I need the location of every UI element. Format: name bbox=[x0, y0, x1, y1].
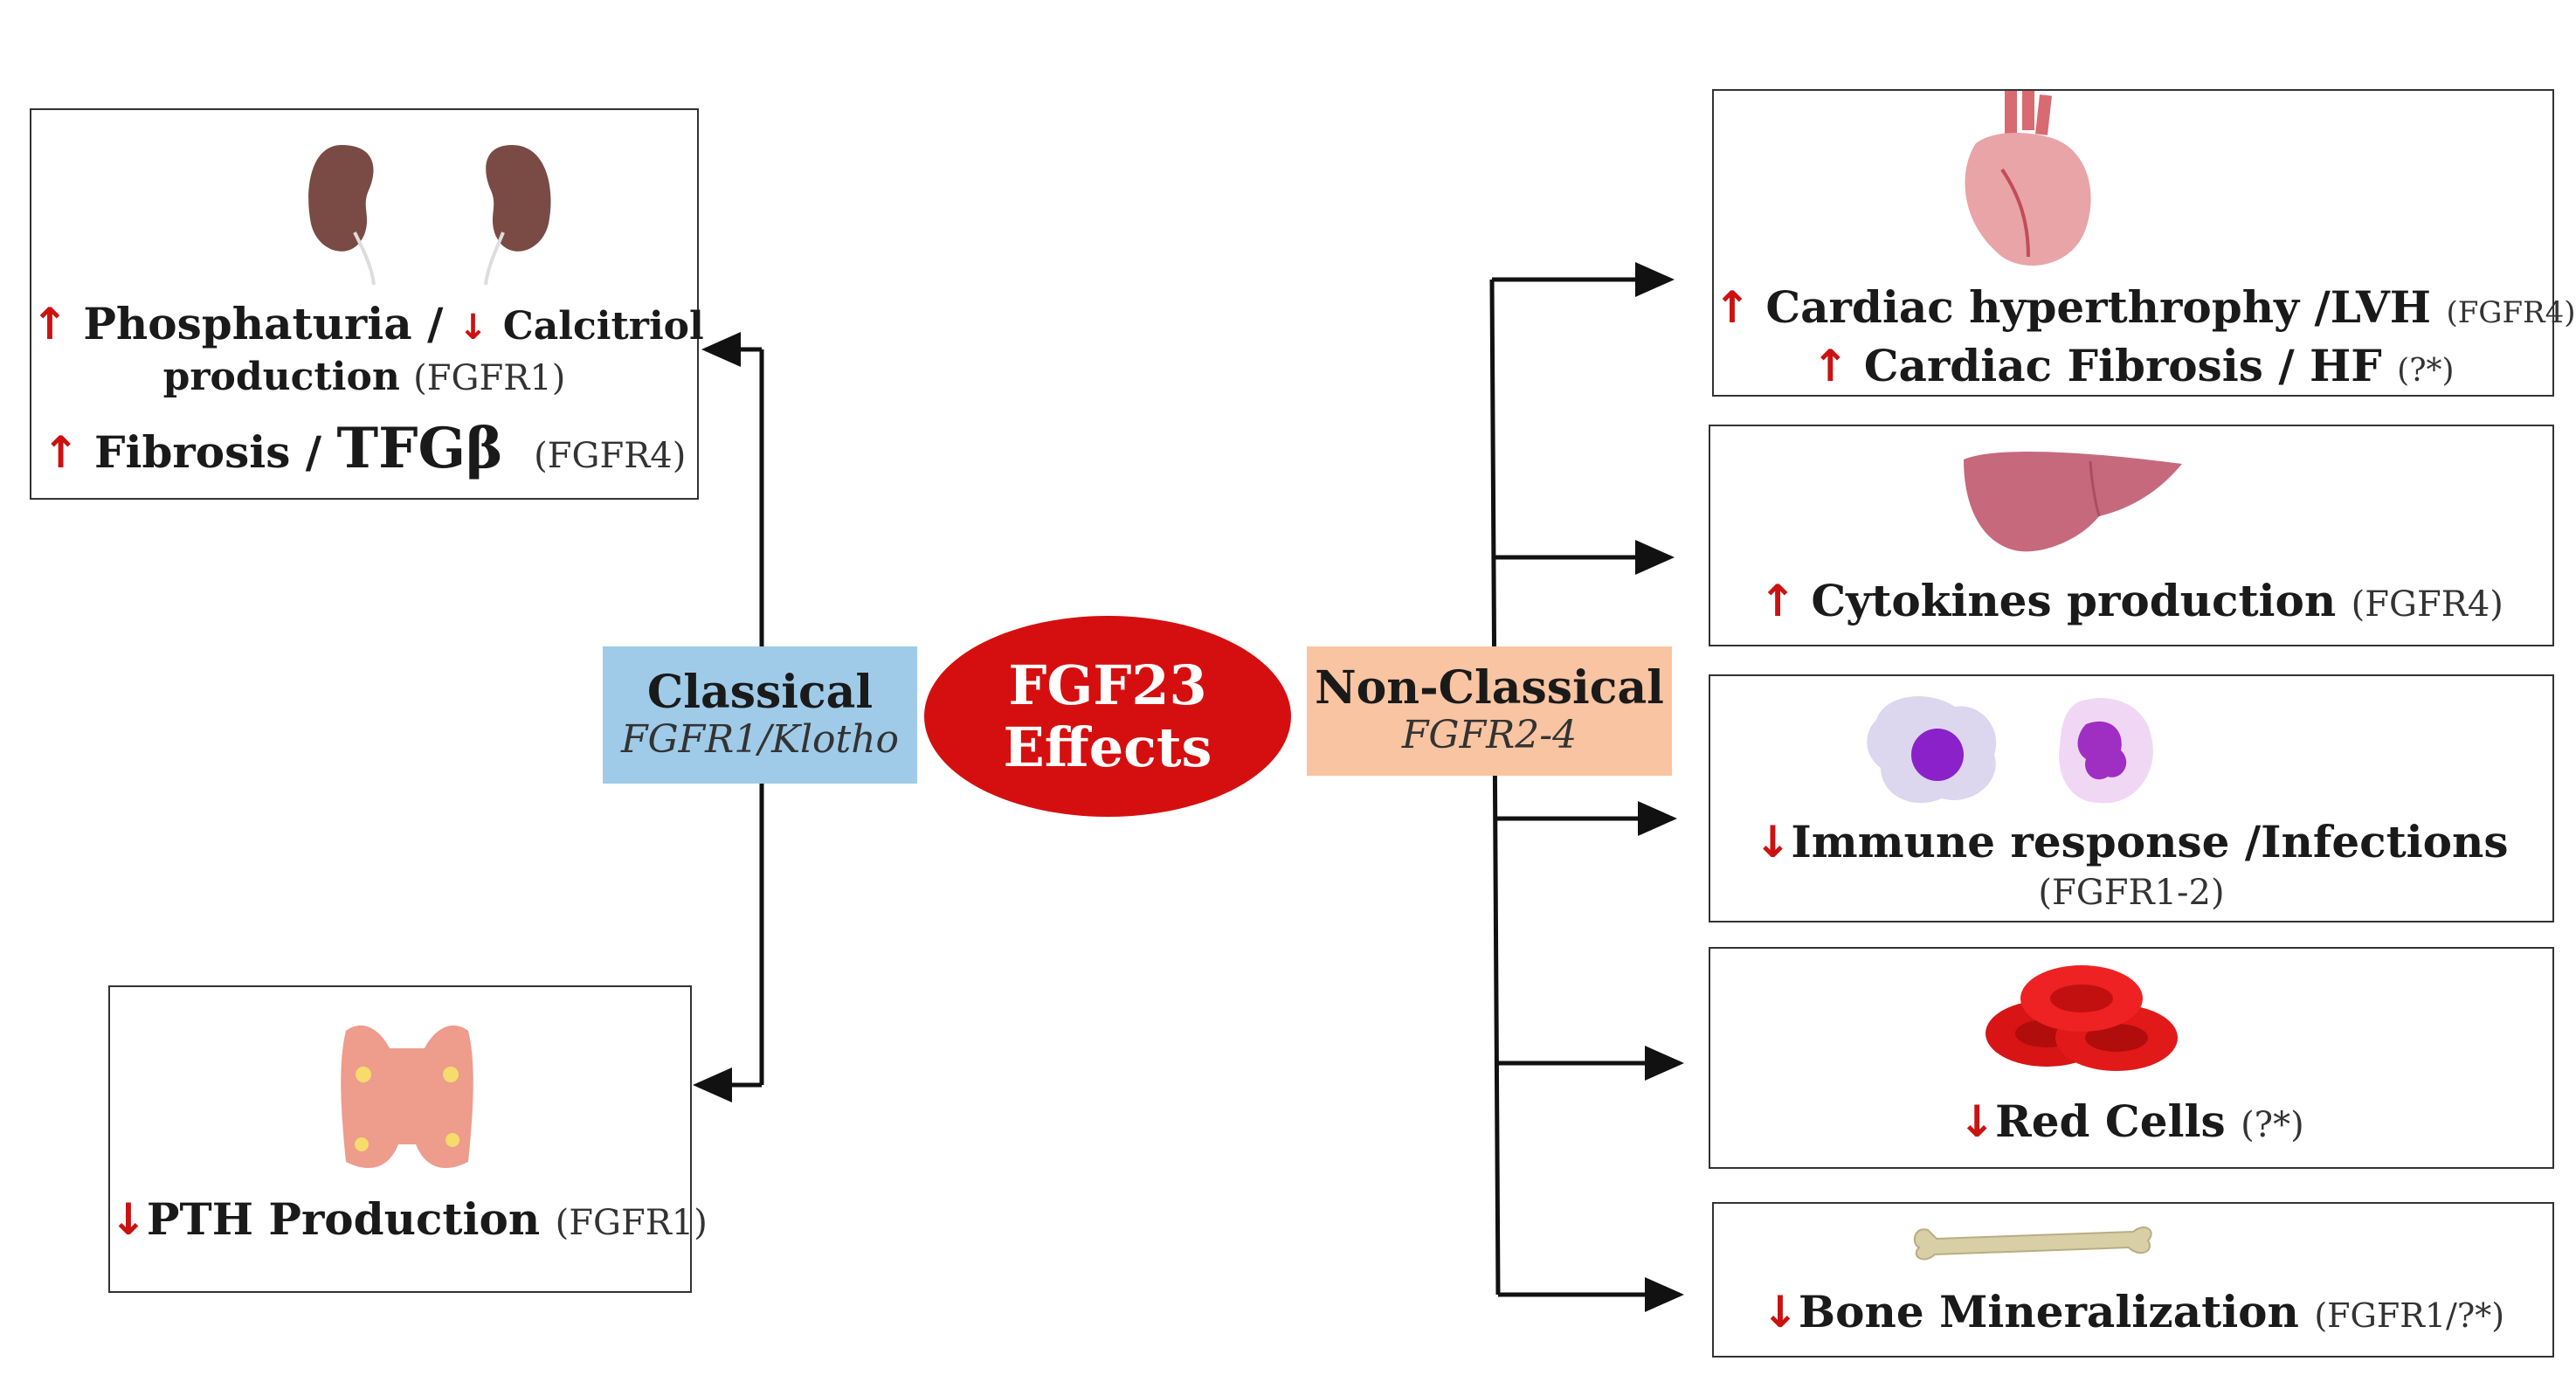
classical-label-box: Classical FGFR1/Klotho bbox=[603, 646, 917, 784]
red-cells-line: ↓Red Cells (?*) bbox=[1710, 1095, 2552, 1147]
red-cells-text: Red Cells bbox=[1995, 1095, 2226, 1147]
hypertrophy-text: Cardiac hyperthrophy /LVH bbox=[1765, 281, 2432, 333]
liver-line: ↑ Cytokines production (FGFR4) bbox=[1710, 575, 2552, 626]
fgf23-center-ellipse: FGF23 Effects bbox=[924, 616, 1291, 817]
pth-text: PTH Production bbox=[146, 1193, 541, 1245]
up-arrow: ↑ bbox=[1759, 576, 1796, 626]
heart-icon bbox=[1965, 91, 2091, 266]
heart-line2: ↑ Cardiac Fibrosis / HF (?*) bbox=[1714, 340, 2552, 391]
red-cells-receptor: (?*) bbox=[2241, 1105, 2304, 1145]
cardiac-fibrosis-text: Cardiac Fibrosis / HF bbox=[1863, 340, 2382, 391]
fgfr1-receptor: (FGFR1) bbox=[413, 358, 566, 398]
nonclassical-trunk bbox=[1489, 279, 1501, 1296]
center-line1: FGF23 bbox=[1008, 653, 1207, 717]
bone-line: ↓Bone Mineralization (FGFR1/?*) bbox=[1714, 1286, 2552, 1337]
classical-subtitle: FGFR1/Klotho bbox=[620, 716, 900, 762]
parathyroid-icon bbox=[341, 1025, 473, 1169]
down-arrow: ↓ bbox=[110, 1194, 147, 1245]
immune-receptor-line: (FGFR1-2) bbox=[1710, 873, 2552, 913]
red-blood-cells-icon bbox=[1986, 965, 2178, 1071]
pth-receptor: (FGFR1) bbox=[555, 1203, 708, 1243]
tfgb-text: TFGβ bbox=[336, 416, 503, 481]
pth-line: ↓PTH Production (FGFR1) bbox=[110, 1193, 708, 1245]
kidney-line3: ↑ Fibrosis / TFGβ (FGFR4) bbox=[31, 416, 697, 481]
kidney-line2: production (FGFR1) bbox=[31, 355, 697, 399]
calcitriol-text: Calcitriol bbox=[502, 304, 704, 349]
up-arrow: ↑ bbox=[42, 427, 79, 478]
fgfr4-receptor: (FGFR4) bbox=[534, 436, 687, 476]
down-arrow: ↓ bbox=[1958, 1096, 1996, 1147]
immune-text: Immune response /Infections bbox=[1791, 816, 2509, 867]
nonclassical-subtitle: FGFR2-4 bbox=[1401, 713, 1578, 758]
down-arrow: ↓ bbox=[1754, 817, 1792, 867]
heart-line1: ↑ Cardiac hyperthrophy /LVH (FGFR4) bbox=[1714, 281, 2576, 333]
kidney-icon bbox=[308, 145, 551, 286]
up-arrow: ↑ bbox=[31, 299, 68, 349]
production-text: production bbox=[162, 355, 400, 399]
liver-icon bbox=[1964, 451, 2182, 552]
nonclassical-title: Non-Classical bbox=[1315, 661, 1664, 715]
phosphaturia-text: Phosphaturia / bbox=[83, 298, 444, 349]
kidney-line1: ↑ Phosphaturia / ↓ Calcitriol bbox=[31, 298, 704, 349]
liver-effects-box: ↑ Cytokines production (FGFR4) bbox=[1709, 425, 2554, 646]
bone-text: Bone Mineralization bbox=[1798, 1286, 2299, 1337]
fibrosis-text: Fibrosis / bbox=[93, 426, 322, 478]
bone-effects-box: ↓Bone Mineralization (FGFR1/?*) bbox=[1712, 1202, 2554, 1358]
center-line2: Effects bbox=[1003, 715, 1212, 779]
up-arrow: ↑ bbox=[1714, 282, 1751, 333]
immune-cells-icon bbox=[1867, 696, 2153, 804]
cytokines-text: Cytokines production bbox=[1811, 575, 2337, 626]
liver-receptor: (FGFR4) bbox=[2351, 584, 2503, 625]
classical-title: Classical bbox=[646, 665, 874, 719]
immune-effects-box: ↓Immune response /Infections (FGFR1-2) bbox=[1709, 674, 2554, 922]
down-arrow: ↓ bbox=[458, 307, 488, 348]
down-arrow: ↓ bbox=[1761, 1287, 1799, 1337]
heart-effects-box: ↑ Cardiac hyperthrophy /LVH (FGFR4) ↑ Ca… bbox=[1712, 89, 2576, 397]
bone-receptor: (FGFR1/?*) bbox=[2314, 1296, 2505, 1335]
nonclassical-label-box: Non-Classical FGFR2-4 bbox=[1307, 646, 1672, 776]
red-cells-effects-box: ↓Red Cells (?*) bbox=[1709, 947, 2554, 1169]
immune-line: ↓Immune response /Infections bbox=[1710, 816, 2552, 867]
heart-fgfr4-receptor: (FGFR4) bbox=[2446, 295, 2576, 330]
up-arrow: ↑ bbox=[1812, 341, 1849, 391]
kidney-effects-box: ↑ Phosphaturia / ↓ Calcitriol production… bbox=[30, 108, 704, 500]
immune-receptor: (FGFR1-2) bbox=[2038, 873, 2225, 913]
heart-unknown-receptor: (?*) bbox=[2397, 353, 2455, 389]
parathyroid-effects-box: ↓PTH Production (FGFR1) bbox=[108, 985, 708, 1293]
bone-icon bbox=[1913, 1226, 2152, 1261]
